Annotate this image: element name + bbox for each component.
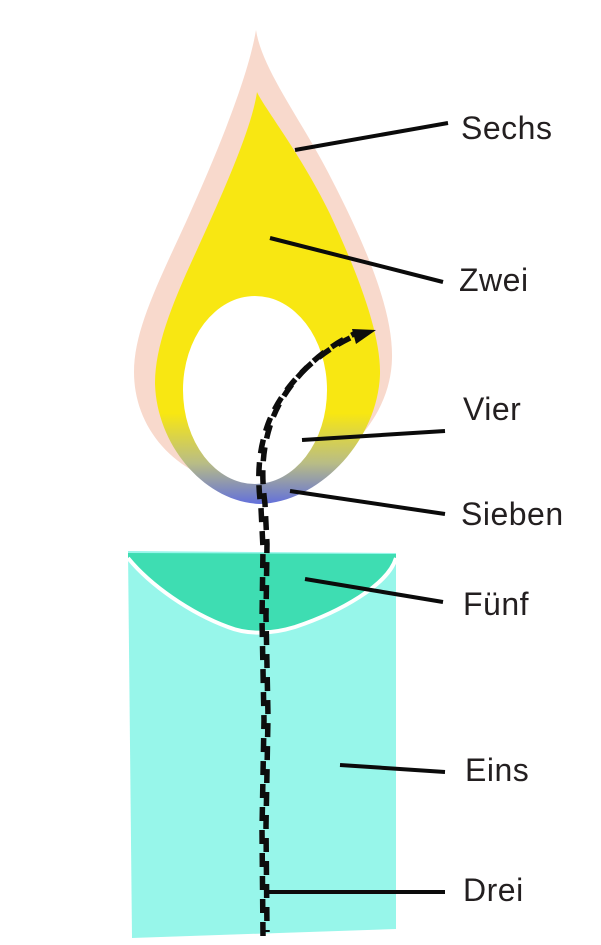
label-zwei: Zwei [459, 262, 529, 298]
label-vier: Vier [463, 391, 522, 427]
leader-line-zwei [269, 236, 444, 284]
leader-line-sechs [294, 121, 449, 152]
label-sechs: Sechs [461, 110, 553, 146]
wick-arrowhead-icon [352, 329, 376, 344]
leader-line-fuenf [304, 577, 444, 604]
label-fuenf: Fünf [463, 586, 530, 622]
flame-core-shape [183, 296, 327, 484]
wick-dashed-line-offset [260, 330, 358, 933]
label-eins: Eins [465, 752, 530, 788]
leader-line-eins [339, 763, 446, 774]
label-sieben: Sieben [461, 496, 564, 532]
leader-line-sieben [289, 489, 446, 516]
label-drei: Drei [463, 872, 524, 908]
leader-line-vier [301, 429, 446, 442]
